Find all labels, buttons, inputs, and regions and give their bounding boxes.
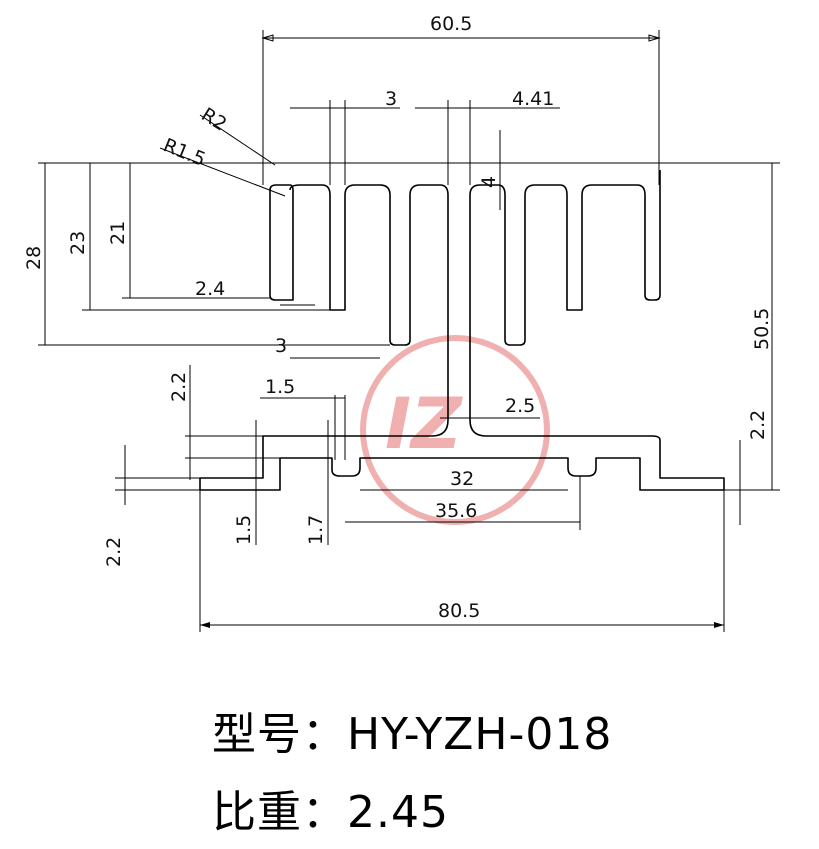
dim-r1-5: R1.5 xyxy=(160,134,209,171)
dim-21: 21 xyxy=(107,221,129,245)
dim-2-4: 2.4 xyxy=(195,278,225,300)
model-value: HY-YZH-018 xyxy=(347,709,613,760)
dim-23: 23 xyxy=(67,231,89,255)
density-caption: 比重：2.45 xyxy=(212,776,449,840)
dim-1-5-top: 1.5 xyxy=(265,376,295,398)
dim-2-2-left: 2.2 xyxy=(168,372,190,402)
model-caption: 型号：HY-YZH-018 xyxy=(212,698,612,762)
heatsink-profile-drawing: 60.5 28 23 21 2.4 R2 R1.5 3 4.41 4 3 50.… xyxy=(23,13,780,632)
dim-80-5: 80.5 xyxy=(438,600,480,622)
fin-profile xyxy=(269,170,661,420)
density-value: 2.45 xyxy=(347,787,449,838)
dim-35-6: 35.6 xyxy=(435,500,477,522)
model-label: 型号： xyxy=(212,709,347,760)
dim-50-5: 50.5 xyxy=(751,308,773,350)
watermark-text: IZ xyxy=(385,383,463,465)
dim-1-7: 1.7 xyxy=(305,515,327,545)
dim-4-41: 4.41 xyxy=(512,88,554,110)
base-profile xyxy=(199,419,725,491)
dim-32: 32 xyxy=(450,468,474,490)
dim-3-top: 3 xyxy=(385,88,397,110)
dim-2-5: 2.5 xyxy=(505,395,535,417)
dim-2-2-bottom: 2.2 xyxy=(103,537,125,567)
dim-r2: R2 xyxy=(197,104,230,136)
dim-28: 28 xyxy=(23,246,45,270)
dim-4: 4 xyxy=(478,176,500,188)
density-label: 比重： xyxy=(212,787,347,838)
dim-3-lower: 3 xyxy=(275,335,287,357)
dim-1-5-left: 1.5 xyxy=(233,515,255,545)
dim-60-5: 60.5 xyxy=(430,13,472,35)
dim-2-2-right: 2.2 xyxy=(747,410,769,440)
